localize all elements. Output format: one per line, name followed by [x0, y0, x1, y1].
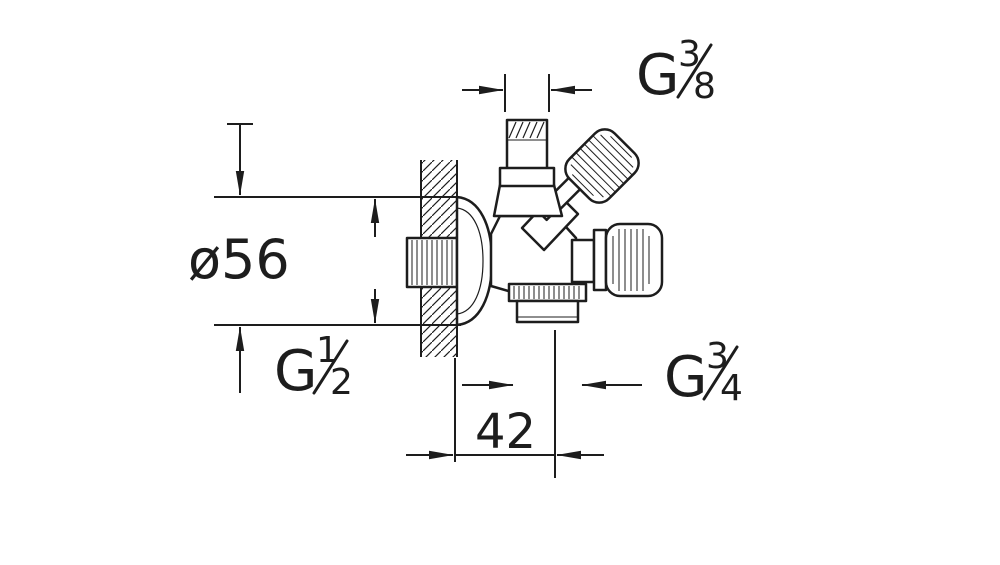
thread-top-prefix: G [636, 43, 679, 108]
label-thread-top: G 3 8 [636, 34, 716, 108]
right-handle-assembly [570, 222, 664, 298]
label-wall-to-axis: 42 [475, 404, 536, 460]
thread-top-denominator: 8 [693, 66, 716, 107]
fraction-slash [676, 43, 713, 99]
label-flange-diameter: ø56 [188, 228, 290, 291]
flange-rosette [455, 195, 494, 327]
dimension-labels: G 3 8 ø56 G 1 2 G 3 4 42 [188, 34, 743, 460]
top-outlet-pipe [492, 118, 564, 218]
label-thread-bottom: G 3 4 [664, 336, 743, 410]
thread-bottom-prefix: G [664, 345, 707, 410]
thread-top-numerator: 3 [678, 34, 701, 75]
thread-bottom-denominator: 4 [720, 368, 743, 409]
fraction-slash [702, 345, 739, 401]
thread-wall-denominator: 2 [330, 362, 353, 403]
bottom-outlet [507, 282, 588, 324]
dimension-lines [214, 74, 642, 478]
upper-knurled-knob [564, 128, 640, 204]
thread-wall-prefix: G [274, 339, 317, 404]
fraction-slash [312, 339, 349, 395]
label-thread-wall: G 1 2 [274, 330, 353, 404]
wall-connection-stub [405, 236, 459, 289]
right-knurled-knob [604, 222, 664, 298]
